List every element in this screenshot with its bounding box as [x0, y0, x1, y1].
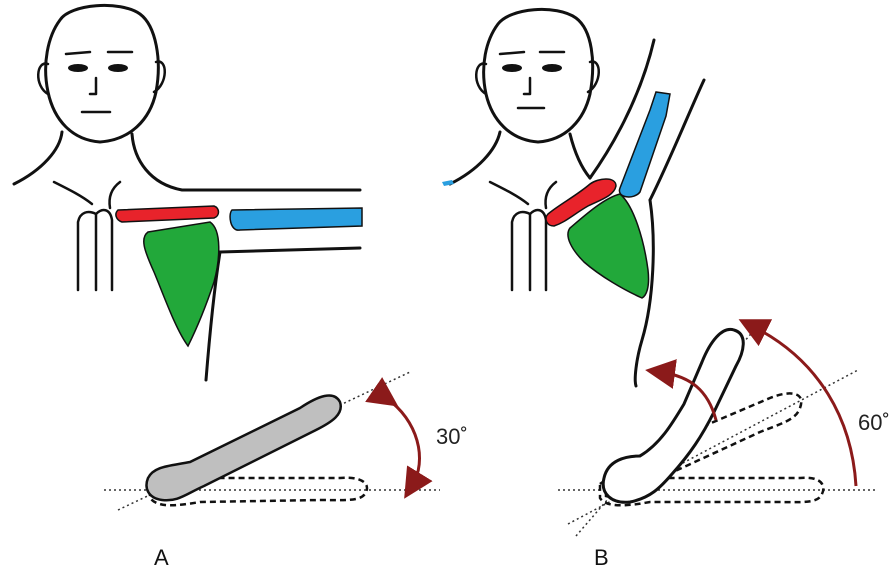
- brow-left-b: [500, 52, 524, 54]
- clavicle-a: [116, 206, 219, 222]
- neck-right-b: [570, 134, 590, 178]
- head-outline-a: [46, 5, 159, 142]
- nose-b: [524, 78, 530, 94]
- eye-left-b: [502, 64, 522, 72]
- neck-right-a: [132, 134, 360, 190]
- rotation-arrow-b-large: [752, 326, 856, 486]
- eye-right-b: [542, 64, 562, 72]
- raised-bone-b: [603, 329, 743, 502]
- raised-bone-a: [147, 395, 341, 500]
- neck-left-a: [14, 132, 62, 184]
- chest-line-b: [490, 182, 528, 204]
- scapula-a: [144, 222, 219, 346]
- chest-line-a2: [109, 182, 120, 208]
- eye-left-a: [68, 64, 88, 72]
- angle-label-b: 60˚: [858, 410, 890, 435]
- head-outline-b: [484, 9, 593, 142]
- humerus-a: [230, 208, 362, 230]
- nose-a: [90, 78, 96, 94]
- chest-line-b2: [545, 182, 556, 208]
- angle-label-a: 30˚: [436, 424, 468, 449]
- figure-b: 60˚ B: [442, 9, 890, 570]
- panel-label-a: A: [154, 545, 169, 570]
- figure-a: 30˚ A: [14, 5, 468, 570]
- chest-line-a: [54, 182, 92, 204]
- brow-left-a: [66, 52, 90, 54]
- eye-right-a: [108, 64, 128, 72]
- humerus-b: [619, 92, 670, 197]
- arm-outline-a: [220, 248, 360, 252]
- panel-label-b: B: [594, 545, 609, 570]
- rotation-arrow-a: [386, 398, 420, 486]
- humerus-mark-b: [442, 180, 454, 186]
- neck-left-b: [450, 132, 500, 184]
